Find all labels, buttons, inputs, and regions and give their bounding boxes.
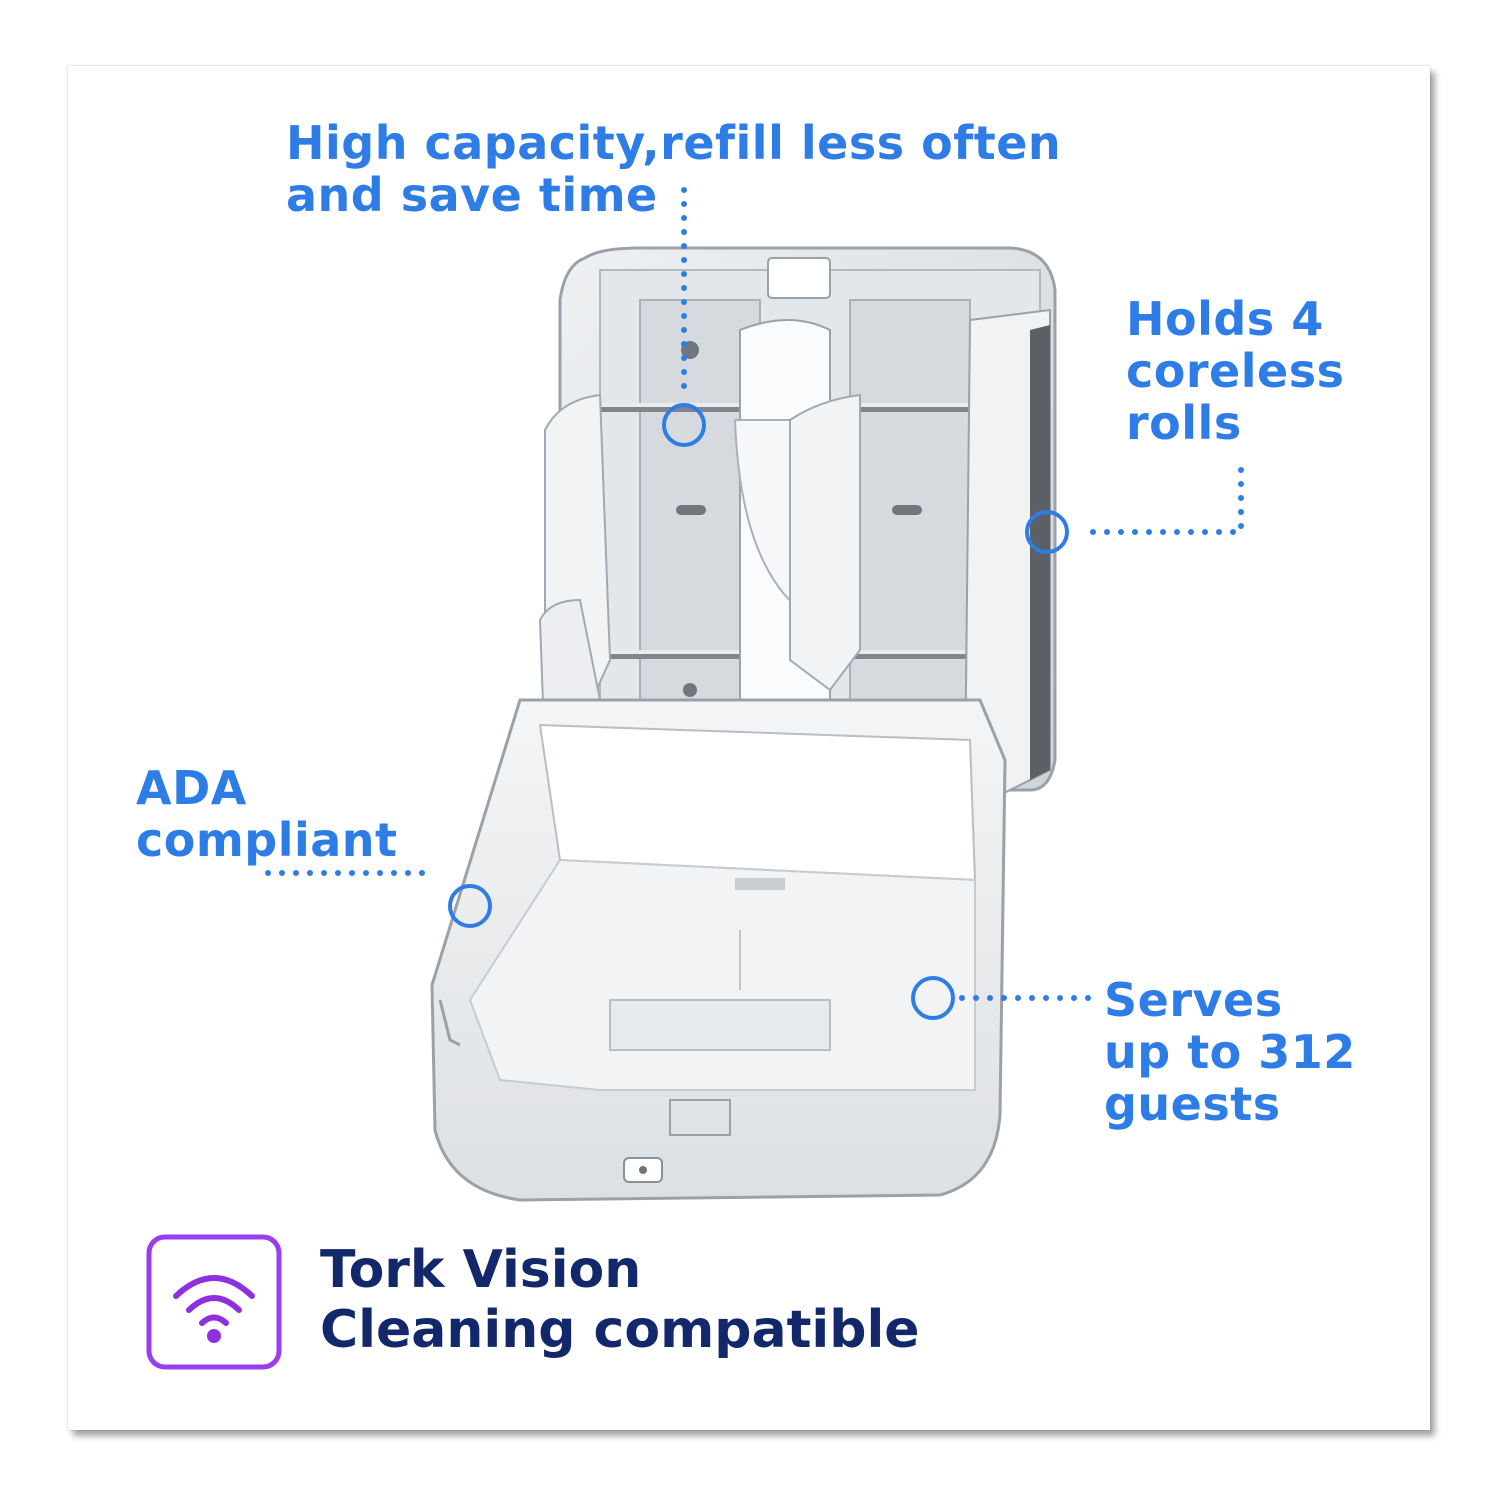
callout-marker-capacity: [662, 403, 706, 447]
callout-rolls-line3: rolls: [1126, 396, 1242, 450]
callout-ada-line1: ADA: [136, 761, 247, 815]
callout-capacity-line2: and save time: [286, 168, 658, 222]
callout-guests-line3: guests: [1104, 1077, 1281, 1131]
callout-guests-line1: Serves: [1104, 973, 1283, 1027]
callout-guests-line2: up to 312: [1104, 1025, 1356, 1079]
callout-rolls-line1: Holds 4: [1126, 292, 1324, 346]
callout-ada-line2: compliant: [136, 813, 398, 867]
wifi-signal-icon: [146, 1234, 282, 1370]
callout-capacity: High capacity,refill less often and save…: [286, 117, 1061, 221]
callout-rolls: Holds 4 coreless rolls: [1126, 293, 1344, 449]
callout-marker-ada: [448, 884, 492, 928]
callout-leaders: [265, 187, 1244, 1001]
vision-line2: Cleaning compatible: [320, 1300, 920, 1360]
callout-marker-guests: [911, 976, 955, 1020]
callout-capacity-line1: High capacity,refill less often: [286, 116, 1062, 170]
vision-line1: Tork Vision: [320, 1240, 642, 1300]
dispenser-housing: [538, 246, 1057, 802]
dispenser-lid: [430, 698, 1007, 1202]
callout-marker-rolls: [1025, 510, 1069, 554]
vision-compatibility-text: Tork Vision Cleaning compatible: [320, 1240, 920, 1360]
callout-guests: Serves up to 312 guests: [1104, 974, 1356, 1130]
callout-rolls-line2: coreless: [1126, 344, 1345, 398]
callout-ada: ADA compliant: [136, 762, 398, 866]
